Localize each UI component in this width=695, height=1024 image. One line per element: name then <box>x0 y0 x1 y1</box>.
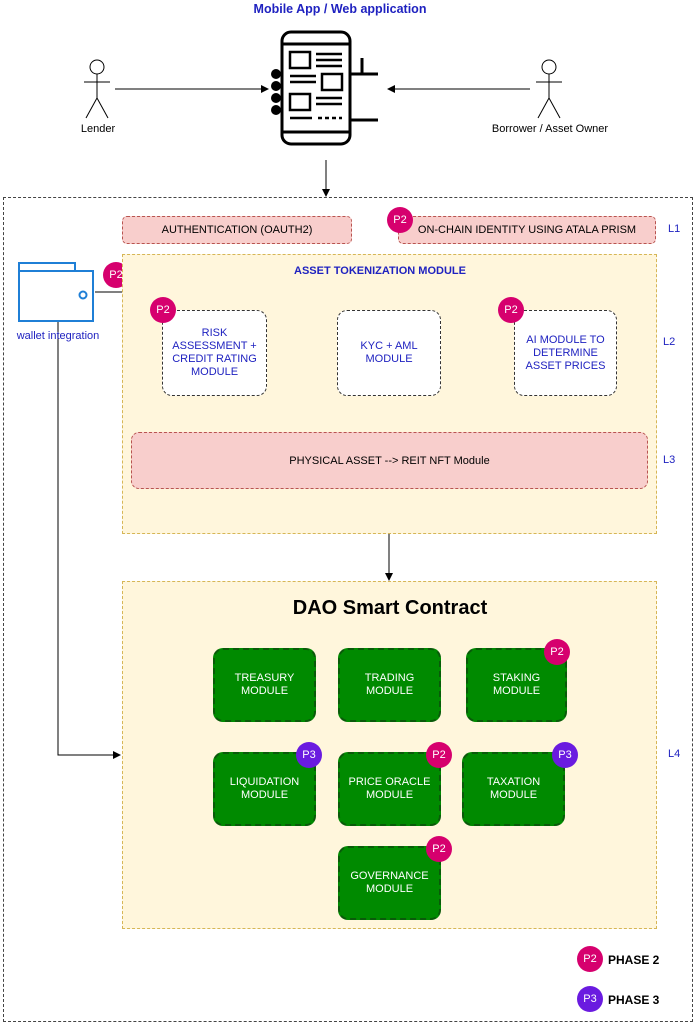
price-oracle-module-box: PRICE ORACLE MODULE <box>338 752 441 826</box>
system-boundary <box>3 197 693 1022</box>
wallet-icon <box>18 262 94 322</box>
treasury-module-box: TREASURY MODULE <box>213 648 316 722</box>
staking-p2-badge: P2 <box>544 639 570 665</box>
borrower-label: Borrower / Asset Owner <box>491 123 609 135</box>
level-l1: L1 <box>668 223 681 235</box>
borrower-stick-figure-icon <box>536 59 562 119</box>
governance-module-box: GOVERNANCE MODULE <box>338 846 441 920</box>
risk-p2-badge: P2 <box>150 297 176 323</box>
level-l2: L2 <box>663 336 676 348</box>
liquidation-module-box: LIQUIDATION MODULE <box>213 752 316 826</box>
asset-tokenization-title: ASSET TOKENIZATION MODULE <box>294 265 466 277</box>
authentication-box: AUTHENTICATION (OAUTH2) <box>122 216 352 244</box>
ai-p2-badge: P2 <box>498 297 524 323</box>
lender-label: Lender <box>80 123 116 135</box>
identity-p2-badge: P2 <box>387 207 413 233</box>
liquidation-p3-badge: P3 <box>296 742 322 768</box>
dao-title: DAO Smart Contract <box>292 597 488 619</box>
level-l3: L3 <box>663 454 676 466</box>
kyc-aml-box: KYC + AML MODULE <box>337 310 441 396</box>
taxation-p3-badge: P3 <box>552 742 578 768</box>
governance-p2-badge: P2 <box>426 836 452 862</box>
mobile-app-icon <box>271 30 378 146</box>
legend-p2-badge: P2 <box>577 946 603 972</box>
identity-box: ON-CHAIN IDENTITY USING ATALA PRISM <box>398 216 656 244</box>
legend-phase3-label: PHASE 3 <box>608 993 660 1007</box>
legend-phase2-label: PHASE 2 <box>608 953 660 967</box>
wallet-label: wallet integration <box>16 330 100 342</box>
diagram-title: Mobile App / Web application <box>253 2 427 16</box>
physical-asset-nft-box: PHYSICAL ASSET --> REIT NFT Module <box>131 432 648 489</box>
price-oracle-p2-badge: P2 <box>426 742 452 768</box>
legend-p3-badge: P3 <box>577 986 603 1012</box>
risk-assessment-box: RISK ASSESSMENT + CREDIT RATING MODULE <box>162 310 267 396</box>
ai-pricing-box: AI MODULE TO DETERMINE ASSET PRICES <box>514 310 617 396</box>
lender-stick-figure-icon <box>84 59 110 119</box>
taxation-module-box: TAXATION MODULE <box>462 752 565 826</box>
level-l4: L4 <box>668 748 681 760</box>
trading-module-box: TRADING MODULE <box>338 648 441 722</box>
